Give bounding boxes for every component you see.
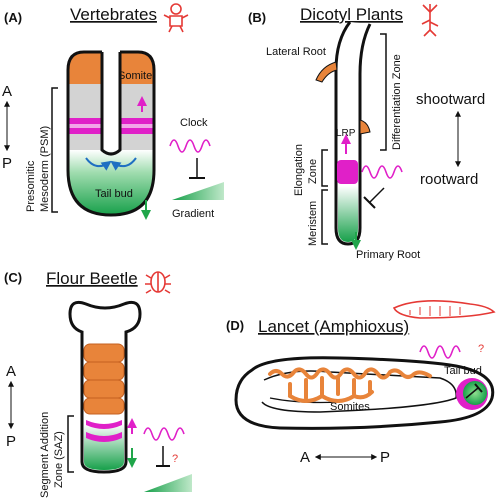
psm-label-1: Presomitic [25,160,37,212]
panel-d-title: Lancet (Amphioxus) [258,317,409,336]
saz-stripe-2 [86,432,122,442]
segment-2 [83,361,125,381]
lateral-root [315,61,338,83]
somite-left [68,52,102,84]
segment-1 [83,343,125,363]
clock-wave-icon [169,139,211,153]
segment-3 [83,379,125,399]
panel-c: (C) Flour Beetle Segment Addition Zone (… [4,269,192,498]
tail-bud [68,150,154,215]
somite-right [120,52,154,84]
baby-icon [163,3,189,33]
saz-label-2: Zone (SAZ) [53,431,65,488]
panel-c-letter: (C) [4,270,22,285]
panel-b: (B) Dicotyl Plants Lateral Root LRP Diff… [248,4,485,261]
root-clock-block [337,160,358,184]
panel-d-axis-p: P [380,449,390,466]
lancelet-icon [392,300,496,319]
panel-d: (D) Lancet (Amphioxus) ? Tail bud Somite… [226,300,496,466]
lancet-question-mark: ? [478,343,484,355]
lrp-label: LRP [336,128,356,139]
panel-a: (A) Vertebrates Somite Tail bud Pre [2,3,224,220]
lrp-bump [359,119,371,135]
panel-a-title: Vertebrates [70,5,157,24]
saz-region [84,424,124,470]
plant-icon [421,4,439,37]
panel-b-title: Dicotyl Plants [300,5,403,24]
lateral-root-label: Lateral Root [266,46,326,58]
zone-label: Zone [307,159,319,184]
root-meristem [338,186,358,242]
clock-label: Clock [180,117,208,129]
rootward-label: rootward [420,171,478,188]
panel-d-axis-a: A [300,449,310,466]
psm-label-2: Mesoderm (PSM) [39,126,51,212]
panel-a-axis-a: A [2,83,12,100]
root-clock-wave-icon [361,165,403,179]
meristem-label: Meristem [307,201,319,246]
lancet-tailbud-label: Tail bud [444,365,482,377]
saz-stripe-1 [86,420,122,429]
somite-chain [268,367,432,403]
panel-a-letter: (A) [4,10,22,25]
tailbud-label: Tail bud [95,188,133,200]
beetle-icon [145,271,171,294]
panel-c-title: Flour Beetle [46,269,138,288]
panel-b-letter: (B) [248,10,266,25]
beetle-clock-wave-icon [143,427,185,441]
panel-a-axis-p: P [2,155,12,172]
segment-4 [83,397,125,415]
gradient-wedge [172,182,224,200]
beetle-gradient-wedge [144,474,192,492]
elongation-label: Elongation [293,144,305,196]
primary-root-label: Primary Root [356,249,420,261]
shootward-label: shootward [416,91,485,108]
panel-d-letter: (D) [226,318,244,333]
differentiation-zone-label: Differentiation Zone [391,54,403,150]
panel-c-axis-a: A [6,363,16,380]
lancet-tailbud [463,381,487,405]
saz-label-1: Segment Addition [39,412,51,498]
panel-c-axis-p: P [6,433,16,450]
somites-label: Somites [330,401,370,413]
vertebrate-outline [66,50,156,217]
beetle-question-mark: ? [172,453,178,465]
lancet-clock-wave-icon [419,345,461,359]
gradient-label: Gradient [172,208,214,220]
somite-label: Somite [118,70,152,82]
